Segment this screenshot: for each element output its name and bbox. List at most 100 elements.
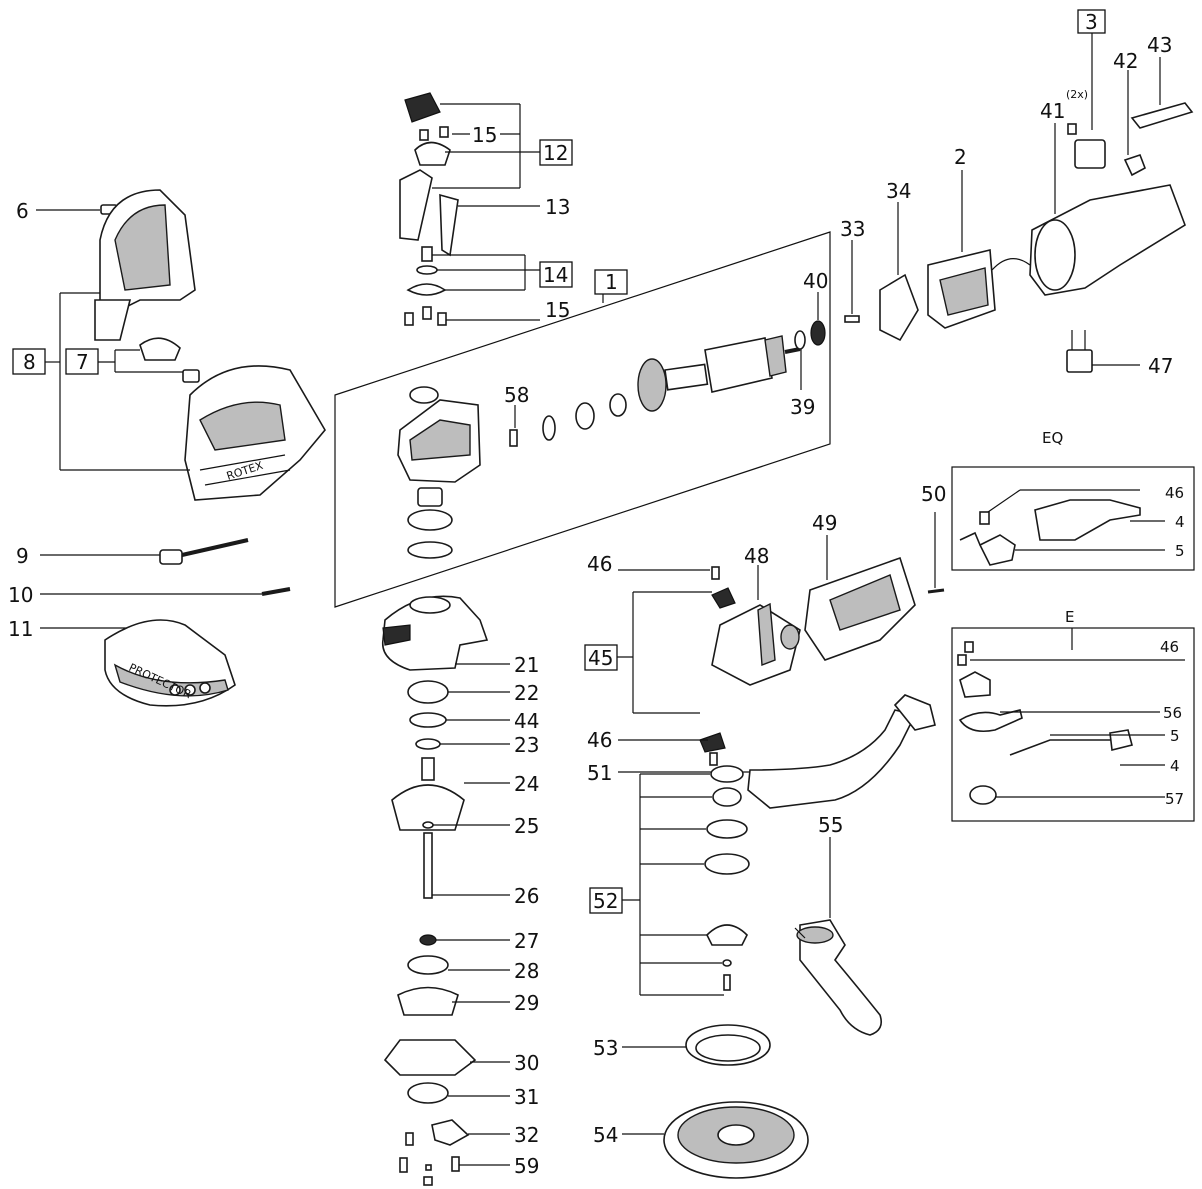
part-29-cup [397,986,459,1016]
box-1 [594,269,628,295]
e-kit-frame [951,627,1195,822]
part-6-screw [36,204,118,215]
label-15a: 15 [472,123,497,147]
label-44: 44 [514,709,539,733]
box-7 [65,348,99,375]
bushing [609,393,627,417]
part-46-screw-bottom [709,752,718,766]
label-46d: 46 [587,728,612,752]
eq-5-plug [959,531,1165,566]
eq-kit-frame [951,466,1195,571]
part-55-side-handle [794,919,883,1036]
label-39: 39 [790,395,815,419]
part-40-bearing [810,320,826,346]
part-11-protector-guard [40,619,236,707]
part-8-housing-shell [94,189,196,341]
part-9-switch-rod [40,538,249,565]
part-10-screw [40,587,291,596]
label-26: 26 [514,884,539,908]
part-12-switch-cap [404,92,441,123]
part-30-bearing-housing [383,1039,477,1076]
label-29: 29 [514,991,539,1015]
part-47-carbon-brushes [1066,330,1140,373]
label-52: 52 [593,889,618,913]
eq-title: EQ [1042,429,1063,447]
label-e46: 46 [1160,638,1179,656]
part-49-motor-cover [804,556,916,661]
bearing-small [575,402,595,430]
part-31-bearing [407,1082,449,1104]
stack-ring-6 [722,959,732,967]
label-54: 54 [593,1123,618,1147]
label-11: 11 [8,617,33,641]
part-2-stator [927,249,1031,329]
label-2: 2 [954,145,967,169]
part-43-cover-plate [1130,57,1194,129]
e-title: E [1065,608,1074,626]
part-28-disc [407,955,449,975]
label-1: 1 [605,270,618,294]
label-53: 53 [593,1036,618,1060]
label-27: 27 [514,929,539,953]
label-41: 41 [1040,99,1065,123]
label-48: 48 [744,544,769,568]
label-51: 51 [587,761,612,785]
label-56: 56 [1163,704,1182,722]
label-23: 23 [514,733,539,757]
part-44-ring [409,712,447,728]
box-8 [12,348,46,375]
part-3-switch [1067,9,1106,169]
label-21: 21 [514,653,539,677]
part-22-bearing [407,680,449,704]
stack-washer-1 [710,765,744,783]
label-43: 43 [1147,33,1172,57]
part-50-screw [927,512,945,594]
label-32: 32 [514,1123,539,1147]
label-6: 6 [16,199,29,223]
label-34: 34 [886,179,911,203]
part-34-baffle [879,273,919,342]
part-51-rear-handle [747,694,936,809]
part-45-switch-unit-top [711,587,736,609]
part-58-screw [509,405,518,447]
part-54-backing-pad [663,1101,809,1179]
part-45-switch-unit-bottom [699,732,726,753]
label-46c: 46 [587,552,612,576]
eq-4-cable-sleeve [1034,499,1141,541]
label-55: 55 [818,813,843,837]
box-12 [539,139,573,166]
part-15-screw-top [419,126,449,141]
label-eq46: 46 [1165,484,1184,502]
armature-gear [637,358,709,412]
stack-washer-3 [706,819,748,839]
label-57: 57 [1165,790,1184,808]
label-22: 22 [514,681,539,705]
assembly-1-frame [334,231,831,608]
bearing-stack [407,487,453,559]
label-e4: 4 [1170,757,1180,775]
label-8: 8 [23,350,36,374]
label-49: 49 [812,511,837,535]
box-52 [589,887,623,914]
label-33: 33 [840,217,865,241]
part-41-motor-housing [1029,184,1186,296]
eq-46-screw [979,489,1140,525]
label-3: 3 [1085,10,1098,34]
label-42: 42 [1113,49,1138,73]
label-58: 58 [504,383,529,407]
part-8-front-housing [184,365,326,501]
part-15-screws-bottom [404,306,447,326]
stack-hub-5 [706,924,748,946]
armature [704,335,801,393]
part-21-cover [381,595,489,671]
e-57-grommet [969,785,1165,805]
part-53-protection-ring [685,1024,771,1066]
part-46-screw-top [711,566,720,580]
label-eq5: 5 [1175,542,1185,560]
label-eq4: 4 [1175,513,1185,531]
label-40: 40 [803,269,828,293]
spacer-ring [542,415,556,441]
e-46-screws [957,641,1185,666]
box-14 [539,261,573,288]
